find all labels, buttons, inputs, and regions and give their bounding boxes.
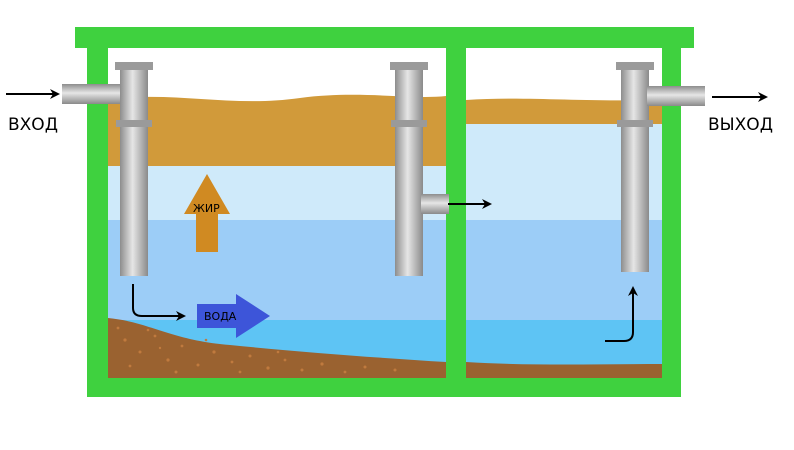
water-rise-arrow-right xyxy=(605,286,638,342)
water-mid-left xyxy=(108,220,446,322)
water-label: ВОДА xyxy=(204,310,237,323)
grease-label: ЖИР xyxy=(193,202,220,215)
outlet-pipe-horizontal xyxy=(647,86,705,106)
outlet-label: ВЫХОД xyxy=(708,115,773,135)
divider-wall xyxy=(446,48,466,378)
water-flow-arrow-left xyxy=(132,284,186,321)
inlet-pipe-vertical xyxy=(115,62,153,276)
water-deep-right xyxy=(466,320,662,365)
water-light-left xyxy=(108,166,446,220)
sludge-right xyxy=(466,362,662,378)
grease-arrow xyxy=(184,174,230,252)
sludge-left xyxy=(108,318,446,378)
left-chamber xyxy=(108,48,446,378)
outlet-pipe-vertical xyxy=(616,62,654,272)
inlet-pipe-horizontal xyxy=(62,84,122,104)
sludge-texture xyxy=(116,326,397,374)
tank-lid xyxy=(75,27,694,48)
water-arrow xyxy=(197,294,270,338)
transfer-pipe xyxy=(390,62,449,276)
grease-layer-right xyxy=(466,98,662,124)
grease-layer-left xyxy=(108,94,446,166)
inlet-label: ВХОД xyxy=(8,115,58,135)
